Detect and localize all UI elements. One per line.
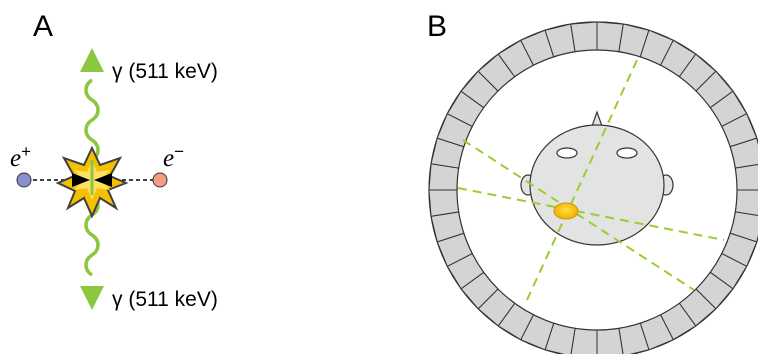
photon-down-wave: [84, 193, 100, 277]
head-left-eye: [556, 147, 578, 159]
electron-particle: [152, 172, 168, 188]
line-of-response: [462, 139, 695, 291]
panel-a: A γ (511 keV) γ (511 keV) e+ e−: [10, 10, 218, 311]
detector-block: [570, 21, 598, 53]
photon-down: [80, 193, 104, 310]
photon-up-wave: [84, 78, 100, 162]
electron-arrowhead: [94, 173, 112, 187]
electron-label: e−: [163, 142, 184, 172]
tracer-hotspot: [553, 202, 579, 220]
panel-a-letter: A: [33, 10, 53, 43]
head-right-eye: [616, 147, 638, 159]
photon-down-energy-label: γ (511 keV): [112, 288, 218, 311]
photon-down-arrowhead: [80, 286, 104, 310]
positron-label: e+: [10, 142, 31, 172]
head-outline: [529, 124, 665, 246]
detector-block: [734, 163, 758, 191]
positron-particle: [16, 172, 32, 188]
lines-of-response: [457, 59, 725, 301]
panel-b: B: [427, 10, 758, 354]
line-of-response: [457, 187, 725, 241]
photon-up: [80, 48, 104, 162]
photon-up-energy-label: γ (511 keV): [112, 60, 218, 83]
panel-b-letter: B: [427, 10, 447, 43]
detector-block: [596, 327, 624, 354]
detector-block: [428, 189, 460, 217]
positron-arrowhead: [72, 173, 90, 187]
photon-up-arrowhead: [80, 48, 104, 72]
detector-ring-blocks: [428, 21, 758, 354]
